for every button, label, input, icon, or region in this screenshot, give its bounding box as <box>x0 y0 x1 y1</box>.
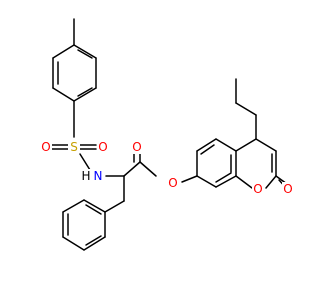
molecule-canvas: S O O H N O O O O <box>40 18 294 251</box>
amine-nitrogen: N <box>94 169 103 183</box>
molecule-structure: S O O H N O O O O <box>40 18 294 251</box>
ester-oxygen: O <box>168 176 177 190</box>
sulfonyl-oxygen-right: O <box>98 140 107 154</box>
lactone-carbonyl-oxygen: O <box>283 182 292 196</box>
sulfur-atom: S <box>70 140 78 154</box>
atom-labels: S O O H N O O O O <box>40 139 294 196</box>
bond-skeleton <box>51 18 288 251</box>
carbonyl-oxygen: O <box>132 140 141 154</box>
ring-oxygen: O <box>253 182 262 196</box>
sulfonyl-oxygen-left: O <box>41 140 50 154</box>
amine-hydrogen: H <box>81 169 90 183</box>
